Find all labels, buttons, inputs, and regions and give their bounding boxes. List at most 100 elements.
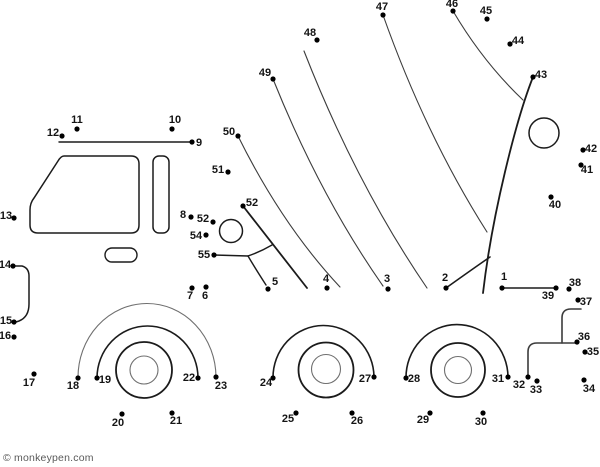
dot-label-40: 40 [549, 199, 561, 211]
dot-label-45: 45 [480, 5, 492, 17]
dot-5[interactable] [265, 286, 271, 292]
chute-arm-lower [247, 255, 267, 286]
dot-37[interactable] [575, 297, 581, 303]
dot-35[interactable] [582, 349, 588, 355]
dot-26[interactable] [349, 410, 355, 416]
dot-18[interactable] [75, 375, 81, 381]
dot-48[interactable] [314, 37, 320, 43]
dot-32[interactable] [525, 374, 531, 380]
dot-label-16: 16 [0, 330, 11, 342]
door-pillar-window [152, 155, 170, 234]
dot-51[interactable] [225, 169, 231, 175]
dot-label-35: 35 [587, 346, 599, 358]
dot-46[interactable] [450, 8, 456, 14]
dot-4[interactable] [324, 285, 330, 291]
dot-54[interactable] [203, 232, 209, 238]
dot-7[interactable] [189, 285, 195, 291]
middle-fender [272, 324, 375, 379]
dot-label-37: 37 [580, 296, 592, 308]
dot-19[interactable] [94, 375, 100, 381]
dot-17[interactable] [31, 371, 37, 377]
dot-42[interactable] [580, 147, 586, 153]
dot-label-38: 38 [569, 277, 581, 289]
drum-stripe-5 [452, 10, 524, 101]
dot-36[interactable] [574, 339, 580, 345]
front-tire [115, 341, 173, 399]
dot-1[interactable] [499, 285, 505, 291]
dot-2[interactable] [443, 285, 449, 291]
dot-label-2: 2 [442, 272, 448, 284]
dot-label-5: 5 [272, 276, 278, 288]
dot-55[interactable] [211, 252, 217, 258]
dot-27[interactable] [371, 374, 377, 380]
dot-49[interactable] [270, 76, 276, 82]
dot-label-34: 34 [583, 383, 596, 395]
dot-label-36: 36 [578, 331, 590, 343]
dot-23[interactable] [213, 374, 219, 380]
dot-34[interactable] [581, 377, 587, 383]
dot-label-49: 49 [259, 67, 271, 79]
dot-10[interactable] [169, 126, 175, 132]
dot-20[interactable] [119, 411, 125, 417]
dot-label-43: 43 [535, 69, 547, 81]
dot-22[interactable] [195, 375, 201, 381]
dot-40[interactable] [548, 194, 554, 200]
dot-13[interactable] [11, 215, 17, 221]
chute-arm [213, 254, 249, 257]
dot-24[interactable] [270, 375, 276, 381]
dot-label-19: 19 [99, 374, 111, 386]
dot-41[interactable] [578, 162, 584, 168]
dot-53[interactable] [210, 219, 216, 225]
dot-label-23: 23 [215, 380, 227, 392]
front-bumper-bracket [14, 265, 30, 323]
dot-21[interactable] [169, 410, 175, 416]
dot-label-17: 17 [23, 377, 35, 389]
dot-label-44: 44 [512, 35, 525, 47]
rear-fender [405, 323, 509, 379]
dot-43[interactable] [530, 74, 536, 80]
dot-44[interactable] [507, 41, 513, 47]
drum-right-edge [482, 76, 534, 294]
drum-stripe-3 [303, 50, 428, 289]
dot-label-48: 48 [304, 27, 316, 39]
dot-label-33: 33 [530, 384, 542, 396]
dot-3[interactable] [385, 286, 391, 292]
dot-label-28: 28 [408, 373, 420, 385]
drum-stripe-4 [382, 14, 488, 233]
dot-14[interactable] [10, 263, 16, 269]
dot-label-13: 13 [0, 210, 12, 222]
dot-label-27: 27 [359, 373, 371, 385]
dot-33[interactable] [534, 378, 540, 384]
copyright-text: © monkeypen.com [3, 452, 94, 464]
dot-15[interactable] [11, 319, 17, 325]
dot-label-32: 32 [513, 379, 525, 391]
dot-16[interactable] [11, 334, 17, 340]
drum-hub-circle [528, 117, 560, 149]
dot-label-11: 11 [71, 114, 83, 126]
dot-47[interactable] [380, 12, 386, 18]
dot-30[interactable] [480, 410, 486, 416]
dot-12[interactable] [59, 133, 65, 139]
dot-29[interactable] [427, 410, 433, 416]
dot-9[interactable] [189, 139, 195, 145]
dot-label-6: 6 [202, 290, 208, 302]
chute-circle [218, 218, 244, 244]
dot-label-4: 4 [323, 273, 330, 285]
dot-label-31: 31 [492, 373, 504, 385]
cab-window [29, 155, 140, 234]
dot-39[interactable] [553, 285, 559, 291]
dot-label-54: 54 [190, 230, 203, 242]
dot-31[interactable] [505, 374, 511, 380]
dot-28[interactable] [403, 375, 409, 381]
dot-6[interactable] [203, 284, 209, 290]
dot-label-26: 26 [351, 415, 363, 427]
dot-50[interactable] [235, 133, 241, 139]
dot-11[interactable] [74, 126, 80, 132]
dot-25[interactable] [293, 410, 299, 416]
dot-45[interactable] [484, 16, 490, 22]
dot-52[interactable] [240, 203, 246, 209]
dot-8[interactable] [188, 214, 194, 220]
dot-38[interactable] [566, 286, 572, 292]
